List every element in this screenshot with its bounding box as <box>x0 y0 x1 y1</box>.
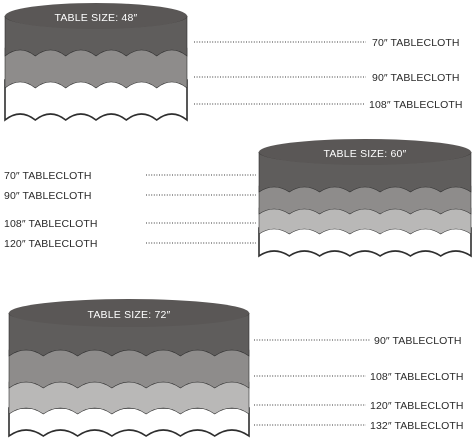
table-60-label-70: 70″ TABLECLOTH <box>4 170 92 182</box>
cloth-layer-3 <box>8 381 250 415</box>
cloth-layer-2 <box>8 349 250 389</box>
table-48-top <box>5 3 187 29</box>
table-72-label-90: 90″ TABLECLOTH <box>374 335 462 347</box>
table-60-size-label: TABLE SIZE: 60″ <box>324 148 407 160</box>
cloth-layer-4 <box>8 407 250 438</box>
cloth-layer-3 <box>258 207 472 235</box>
cloth-layer-4 <box>258 227 472 258</box>
table-60-label-120: 120″ TABLECLOTH <box>4 238 98 250</box>
table-72-size-label: TABLE SIZE: 72″ <box>88 309 171 321</box>
table-72-label-108: 108″ TABLECLOTH <box>370 371 464 383</box>
table-72-illustration: TABLE SIZE: 72″ <box>8 299 250 438</box>
table-48-illustration: TABLE SIZE: 48″ <box>4 3 188 122</box>
table-60-top <box>259 139 471 165</box>
table-48-cloth-labels: 70″ TABLECLOTH 90″ TABLECLOTH 108″ TABLE… <box>194 37 463 111</box>
table-48-size-label: TABLE SIZE: 48″ <box>55 12 138 24</box>
cloth-layer-2 <box>258 185 472 215</box>
cloth-layer-2 <box>4 47 188 89</box>
table-60-cloth-labels: 70″ TABLECLOTH 90″ TABLECLOTH 108″ TABLE… <box>4 170 256 250</box>
cloth-layer-3 <box>4 79 188 122</box>
table-48-label-108: 108″ TABLECLOTH <box>369 99 463 111</box>
table-72-label-132: 132″ TABLECLOTH <box>370 420 464 432</box>
table-48-label-90: 90″ TABLECLOTH <box>372 72 460 84</box>
table-48-label-70: 70″ TABLECLOTH <box>372 37 460 49</box>
table-60-label-108: 108″ TABLECLOTH <box>4 218 98 230</box>
table-72-cloth-labels: 90″ TABLECLOTH 108″ TABLECLOTH 120″ TABL… <box>254 335 464 432</box>
table-60-illustration: TABLE SIZE: 60″ <box>258 139 472 258</box>
table-60-label-90: 90″ TABLECLOTH <box>4 190 92 202</box>
table-72-top <box>9 299 249 327</box>
table-72-label-120: 120″ TABLECLOTH <box>370 400 464 412</box>
